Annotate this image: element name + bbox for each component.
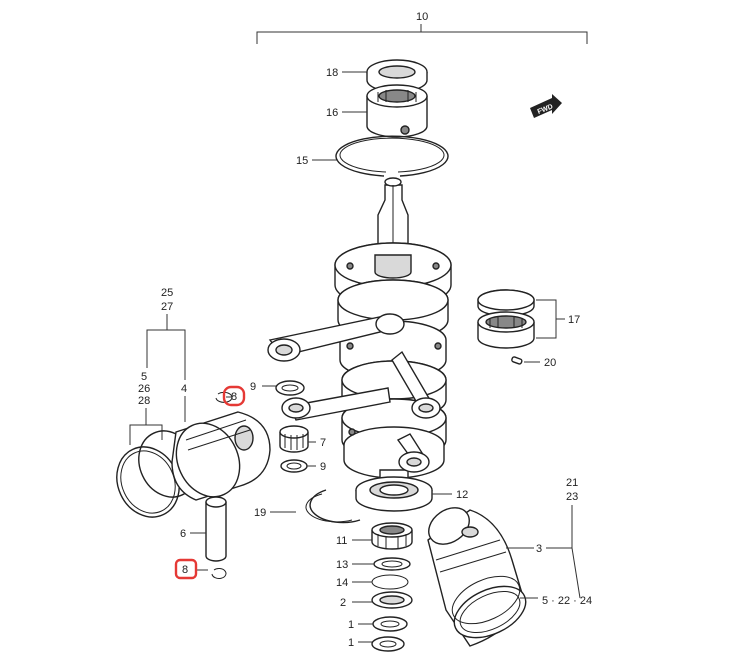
part-20-pin (511, 356, 523, 365)
fwd-arrow-icon: FWD (530, 94, 562, 118)
bracket-21-23 (506, 505, 581, 599)
part-14-ring (371, 574, 409, 590)
label-1-a: 1 (348, 619, 354, 631)
label-6: 6 (180, 528, 186, 540)
label-17: 17 (568, 314, 580, 326)
part-7-needle-bearing (279, 425, 309, 453)
part-10-crankshaft (267, 177, 452, 491)
bracket-25-27 (146, 314, 186, 380)
part-1-oil-seal-a (372, 616, 408, 632)
part-4-piston (171, 411, 271, 501)
part-16-bearing-housing (366, 84, 428, 138)
highlight-8-bottom (174, 558, 198, 580)
label-16: 16 (326, 107, 338, 119)
part-1-oil-seal-b (371, 636, 405, 652)
label-13: 13 (336, 559, 348, 571)
bracket-10 (256, 24, 588, 44)
label-1-b: 1 (348, 637, 354, 649)
part-9-washer-bottom (280, 459, 308, 473)
part-11-lower-needle-bearing (371, 522, 413, 550)
label-28: 28 (138, 395, 150, 407)
part-9-washer-top (275, 380, 305, 396)
bracket-26-28 (129, 408, 163, 445)
label-20: 20 (544, 357, 556, 369)
label-8-top: 8 (231, 391, 237, 403)
label-15: 15 (296, 155, 308, 167)
label-4: 4 (181, 383, 187, 395)
label-12: 12 (456, 489, 468, 501)
label-2: 2 (340, 597, 346, 609)
label-19: 19 (254, 507, 266, 519)
part-17-split-bearing (477, 289, 535, 349)
part-2-seal (371, 591, 413, 609)
label-9-top: 9 (250, 381, 256, 393)
part-19-c-ring (305, 489, 361, 524)
label-25: 25 (161, 287, 173, 299)
part-12-lower-bearing (355, 476, 433, 512)
highlight-8-top (222, 385, 246, 407)
part-3-cylinder-sleeve (427, 507, 527, 647)
label-18: 18 (326, 67, 338, 79)
part-6-piston-pin (205, 496, 227, 562)
label-27: 27 (161, 301, 173, 313)
label-21: 21 (566, 477, 578, 489)
label-26: 26 (138, 383, 150, 395)
label-10: 10 (416, 11, 428, 23)
label-23: 23 (566, 491, 578, 503)
label-9-bottom: 9 (320, 461, 326, 473)
label-7: 7 (320, 437, 326, 449)
part-13-washer (373, 557, 411, 571)
label-14: 14 (336, 577, 348, 589)
label-8-bottom: 8 (182, 564, 188, 576)
label-5-22-24: 5 · 22 · 24 (542, 595, 592, 607)
label-3: 3 (536, 543, 542, 555)
part-15-snap-ring (335, 135, 449, 177)
label-11: 11 (336, 535, 347, 547)
label-5-left: 5 (141, 371, 147, 383)
part-8-circlip-bottom (211, 568, 227, 580)
